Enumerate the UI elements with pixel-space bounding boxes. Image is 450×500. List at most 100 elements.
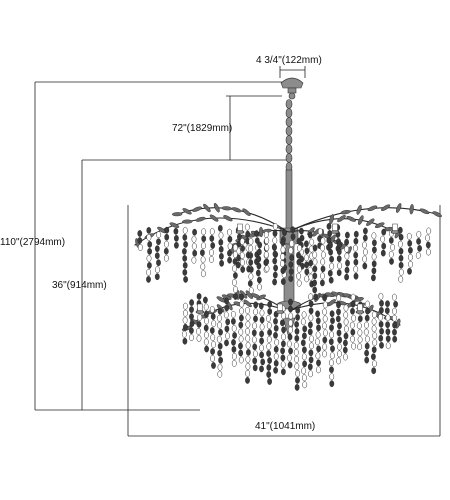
- crystal-bead: [342, 353, 348, 361]
- crystal-bead: [256, 262, 262, 270]
- crystal-strand: [384, 300, 391, 350]
- crystal-bead: [294, 335, 300, 342]
- crystal-strand: [293, 307, 301, 391]
- crystal-bead: [257, 276, 262, 284]
- crystal-bead: [155, 266, 160, 274]
- crystal-bead: [304, 261, 309, 269]
- crystal-bead: [259, 316, 265, 324]
- crystal-bead: [289, 254, 295, 261]
- crystal-bead: [309, 238, 315, 246]
- leaf: [381, 204, 391, 211]
- crystal-strand: [173, 227, 179, 249]
- crystal-bead: [312, 286, 318, 294]
- crystal-strand: [406, 232, 414, 275]
- crystal-strand: [371, 311, 378, 375]
- candle-socket: [235, 223, 245, 234]
- candle-socket: [195, 303, 205, 314]
- crystal-bead: [280, 246, 286, 254]
- crystal-bead: [321, 322, 327, 330]
- crystal-strand: [265, 301, 273, 385]
- crystal-bead: [336, 343, 342, 351]
- crystal-strand: [163, 226, 170, 262]
- crystal-bead: [191, 235, 197, 243]
- crystal-bead: [231, 318, 236, 325]
- crystal-bead: [302, 360, 307, 368]
- crystal-bead: [353, 237, 359, 245]
- leaf: [367, 205, 378, 212]
- crystal-bead: [217, 307, 223, 315]
- crystal-bead: [239, 300, 245, 308]
- crystal-bead: [147, 262, 152, 269]
- chain-length-label: 72"(1829mm): [172, 123, 232, 134]
- crystal-bead: [245, 377, 250, 384]
- crystal-bead: [231, 339, 236, 346]
- crystal-bead: [353, 251, 359, 259]
- leaf: [366, 218, 375, 226]
- crystal-bead: [371, 311, 377, 319]
- crystal-bead: [294, 321, 299, 328]
- crystal-bead: [245, 355, 251, 363]
- crystal-bead: [192, 228, 197, 236]
- crystal-bead: [216, 314, 222, 322]
- crystal-strand: [245, 306, 251, 384]
- crystal-bead: [263, 231, 269, 239]
- crystal-bead: [380, 249, 386, 257]
- crystal-bead: [287, 333, 293, 341]
- crystal-bead: [224, 339, 229, 347]
- crystal-strand: [349, 293, 357, 350]
- leaf: [432, 211, 442, 218]
- crystal-bead: [209, 249, 214, 256]
- crystal-bead: [356, 322, 362, 330]
- crystal-bead: [388, 237, 394, 244]
- crystal-bead: [245, 369, 251, 377]
- crystal-bead: [273, 324, 279, 332]
- crystal-bead: [372, 332, 378, 340]
- crystal-bead: [252, 350, 258, 358]
- crystal-bead: [227, 249, 232, 257]
- crystal-bead: [245, 306, 250, 314]
- crystal-bead: [426, 248, 431, 256]
- crystal-bead: [286, 340, 292, 348]
- crystal-bead: [343, 339, 348, 347]
- crystal-bead: [264, 265, 270, 273]
- branch-arm: [291, 207, 441, 231]
- crystal-bead: [363, 328, 369, 336]
- crystal-bead: [371, 325, 377, 333]
- crystal-strand: [391, 293, 398, 343]
- crystal-bead: [259, 351, 264, 359]
- crystal-bead: [357, 343, 363, 351]
- crystal-bead: [189, 334, 194, 342]
- crystal-bead: [301, 367, 307, 375]
- crystal-bead: [398, 261, 404, 269]
- crystal-bead: [259, 330, 264, 338]
- crystal-bead: [252, 322, 257, 330]
- crystal-bead: [201, 228, 207, 236]
- crystal-bead: [350, 300, 356, 308]
- crystal-bead: [203, 303, 209, 311]
- crystal-bead: [293, 348, 299, 356]
- crystal-bead: [280, 361, 286, 369]
- crystal-strand: [227, 228, 233, 264]
- crystal-bead: [231, 359, 237, 367]
- bobeche: [195, 310, 205, 314]
- crystal-bead: [191, 256, 197, 264]
- crystal-bead: [295, 369, 301, 377]
- crystal-bead: [296, 279, 302, 287]
- leaf: [182, 219, 193, 224]
- crystal-bead: [363, 227, 368, 235]
- crystal-bead: [238, 356, 244, 364]
- fixture-height-label: 36"(914mm): [52, 280, 107, 291]
- crystal-bead: [183, 276, 188, 283]
- crystal-strand: [280, 305, 287, 376]
- crystal-bead: [328, 338, 334, 346]
- crystal-bead: [257, 241, 263, 249]
- crystal-bead: [388, 250, 394, 258]
- crystal-bead: [337, 241, 342, 249]
- crystal-bead: [264, 258, 270, 266]
- crystal-bead: [398, 254, 404, 262]
- crystal-bead: [280, 278, 286, 285]
- crystal-bead: [248, 273, 254, 280]
- canopy-width-label: 4 3/4"(122mm): [256, 55, 322, 66]
- crystal-bead: [272, 230, 278, 237]
- crystal-bead: [385, 335, 391, 343]
